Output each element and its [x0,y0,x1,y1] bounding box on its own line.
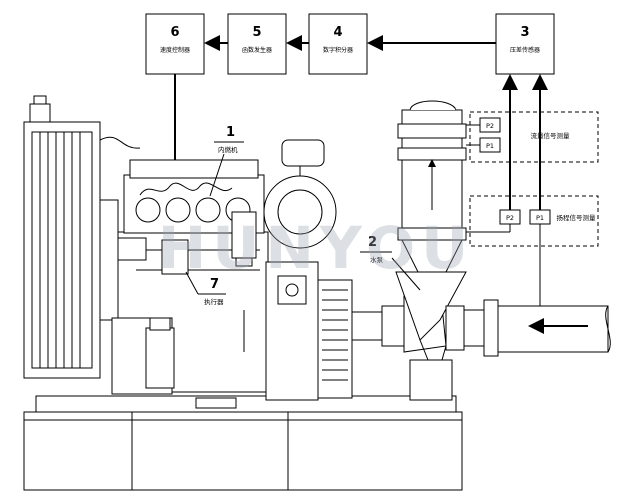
pump-label: 水泵 [370,255,384,264]
flow-signal-label: 流量信号测量 [531,131,571,140]
box-3-label: 压差传感器 [510,46,540,54]
sensor-p1-bottom-label: P1 [536,214,544,222]
air-filter [263,139,337,249]
speed-controller-box: 6 速度控制器 [145,13,205,75]
pressure-signal-label: 扬程信号测量 [557,213,597,222]
engine-label: 内燃机 [218,145,238,154]
box-4-number: 4 [333,25,342,40]
pressure-signal-region: P2 P1 扬程信号测量 [466,195,599,306]
digital-integrator-box: 4 数字积分器 [308,13,368,75]
base-skid [23,395,463,491]
sensor-p1-top-label: P1 [486,142,494,150]
sensor-p2-top-label: P2 [486,122,494,130]
radiator [23,95,141,379]
box-4-label: 数字积分器 [323,46,353,54]
actuator-label: 执行器 [204,297,224,306]
suction-pipe [463,299,611,357]
flow-signal-region: P2 P1 流量信号测量 [466,111,599,163]
box-3-number: 3 [520,25,529,40]
box-6-number: 6 [170,25,179,40]
pressure-sensor-box: 3 压差传感器 [495,13,555,75]
discharge-pipe [397,100,467,273]
coupling-housing [265,261,383,401]
box-5-label: 函数发生器 [242,46,272,54]
engine-callout: 1 内燃机 [209,125,244,197]
actuator-box [161,239,189,275]
box-6-label: 速度控制器 [160,46,190,54]
box-5-number: 5 [252,25,261,40]
sensor-p2-bottom-label: P2 [506,214,514,222]
pump-callout: 2 水泵 [360,235,421,291]
engine [111,159,269,409]
pump-number: 2 [368,235,377,250]
watermark-text: HUNYOU [158,214,475,282]
actuator-number: 7 [210,277,219,292]
pump [381,271,467,401]
engine-number: 1 [226,125,235,140]
function-generator-box: 5 函数发生器 [227,13,287,75]
actuator-callout: 7 执行器 [185,271,226,306]
